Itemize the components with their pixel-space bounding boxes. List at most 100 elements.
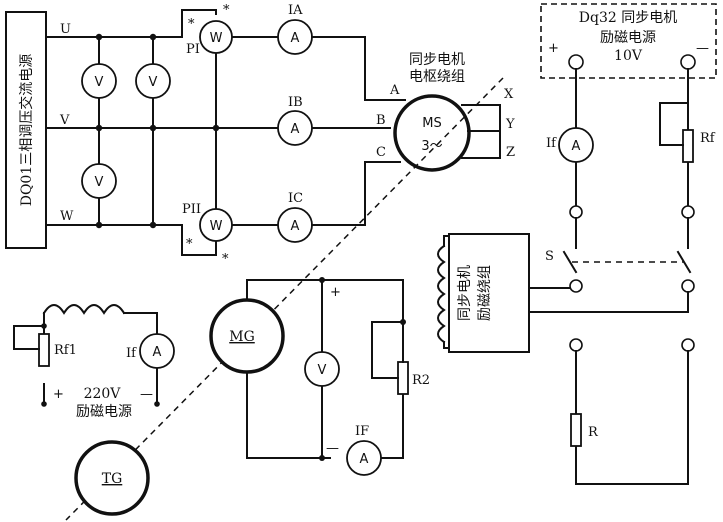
voltmeter-1 [81,63,117,99]
field-winding-box [448,233,530,353]
ms-phase-label: 3～ [421,139,442,154]
ammeter-ib [277,110,313,146]
wattmeter-pii [199,208,233,242]
terminal-if-bottom [569,205,583,219]
ammeter-if-mg-symbol: A [360,452,369,467]
ammeter-ic-label: IC [288,191,303,206]
field-winding-label-1: 同步电机 [457,265,473,321]
ammeter-if [558,127,594,163]
r2-label: R2 [412,373,430,388]
terminal-r-right [681,338,695,352]
wire-phase-a [311,36,406,101]
terminal-rf-bottom [681,205,695,219]
mg-field-winding [42,304,126,315]
field-winding-label-2: 励磁绕组 [477,265,493,321]
terminal-x: X [504,87,514,102]
terminal-s-left [569,279,583,293]
excitation-supply-box [540,3,717,79]
wattmeter-pi-label: PI [186,42,200,57]
terminal-z: Z [506,145,515,160]
ifcap-label: IF [355,424,369,439]
if-label: If [546,136,557,151]
dc-machine-mg [209,298,285,374]
resistor-rf [682,129,694,163]
if-field-wire [123,312,158,405]
ammeter-if-mg [346,440,382,476]
rf1-tap [13,325,45,350]
wattmeter-pi-symbol: W [210,31,223,46]
ammeter-ic-symbol: A [291,219,300,234]
excitation-minus: — [696,41,709,56]
rf1-label: Rf1 [54,343,77,358]
voltmeter-3-symbol: V [95,175,104,190]
terminal-minus [680,54,696,70]
rf-label: Rf [700,131,716,146]
terminal-r-left [569,338,583,352]
discharge-wires [575,350,689,485]
terminal-a: A [389,83,400,98]
phase-label-v: V [59,113,70,128]
mg-plus: + [330,285,341,300]
ammeter-if-field-symbol: A [153,345,162,360]
synchronous-machine-ms [393,94,471,172]
terminal-s-right [681,279,695,293]
tachogenerator-tg [74,440,150,516]
wattmeter-pi-star-1: * [188,17,195,32]
switch-s-label: S [545,249,554,264]
terminal-c: C [376,145,386,160]
wattmeter-pii-symbol: W [210,219,223,234]
field-winding-wires [528,287,689,313]
mg-label: MG [229,329,255,345]
ammeter-ib-symbol: A [291,122,300,137]
terminal-plus [568,54,584,70]
star-connection [461,104,501,159]
dq01-panel-label: DQ01三相调压交流电源 [18,54,35,207]
switch-s-blade-left [562,250,578,274]
resistor-r [570,413,582,447]
armature-label-1: 同步电机 [409,52,465,68]
r2-rheostat-tap [371,321,404,379]
wattmeter-pii-voltage-loop [181,224,217,256]
terminal-b: B [376,113,386,128]
supply-220-voltage: 220V [84,386,122,402]
wattmeter-pii-star-1: * [186,237,193,252]
if-field-label: If [126,346,137,361]
wattmeter-pii-label: PII [182,202,201,217]
wattmeter-pii-star-2: * [222,252,229,267]
voltmeter-3 [81,163,117,199]
wire-phase-c [311,161,401,226]
ms-label: MS [422,116,441,131]
coupled-shaft-line [65,77,504,521]
supply-220-plus: + [53,387,64,402]
ammeter-ia-label: IA [288,3,303,18]
dq01-panel [5,11,47,249]
voltmeter-mg [304,351,340,387]
voltmeter-1-symbol: V [95,75,104,90]
ammeter-if-field [139,333,175,369]
rf-rheostat-tap [659,102,689,146]
excitation-box-title: Dq32 同步电机 [579,10,677,26]
r-label: R [588,425,599,440]
tg-label: TG [102,471,123,487]
excitation-plus: + [548,41,559,56]
phase-label-u: U [60,22,71,37]
field-coil-leads [443,235,450,349]
resistor-rf1 [38,333,50,367]
supply-220-title: 励磁电源 [76,404,132,420]
wattmeter-pi [199,20,233,54]
voltmeter-2 [135,63,171,99]
terminal-y: Y [505,117,515,132]
ammeter-if-symbol: A [572,139,581,154]
field-winding-coil [437,244,446,344]
voltmeter-2-symbol: V [149,75,158,90]
supply-220-minus: — [140,387,153,402]
excitation-box-subtitle: 励磁电源 [600,30,656,46]
wattmeter-pi-voltage-loop [181,9,217,38]
excitation-box-voltage: 10V [614,48,643,64]
resistor-r2 [397,361,409,395]
phase-label-w: W [60,209,74,224]
armature-label-2: 电枢绕组 [409,69,465,85]
ammeter-ia-symbol: A [291,31,300,46]
